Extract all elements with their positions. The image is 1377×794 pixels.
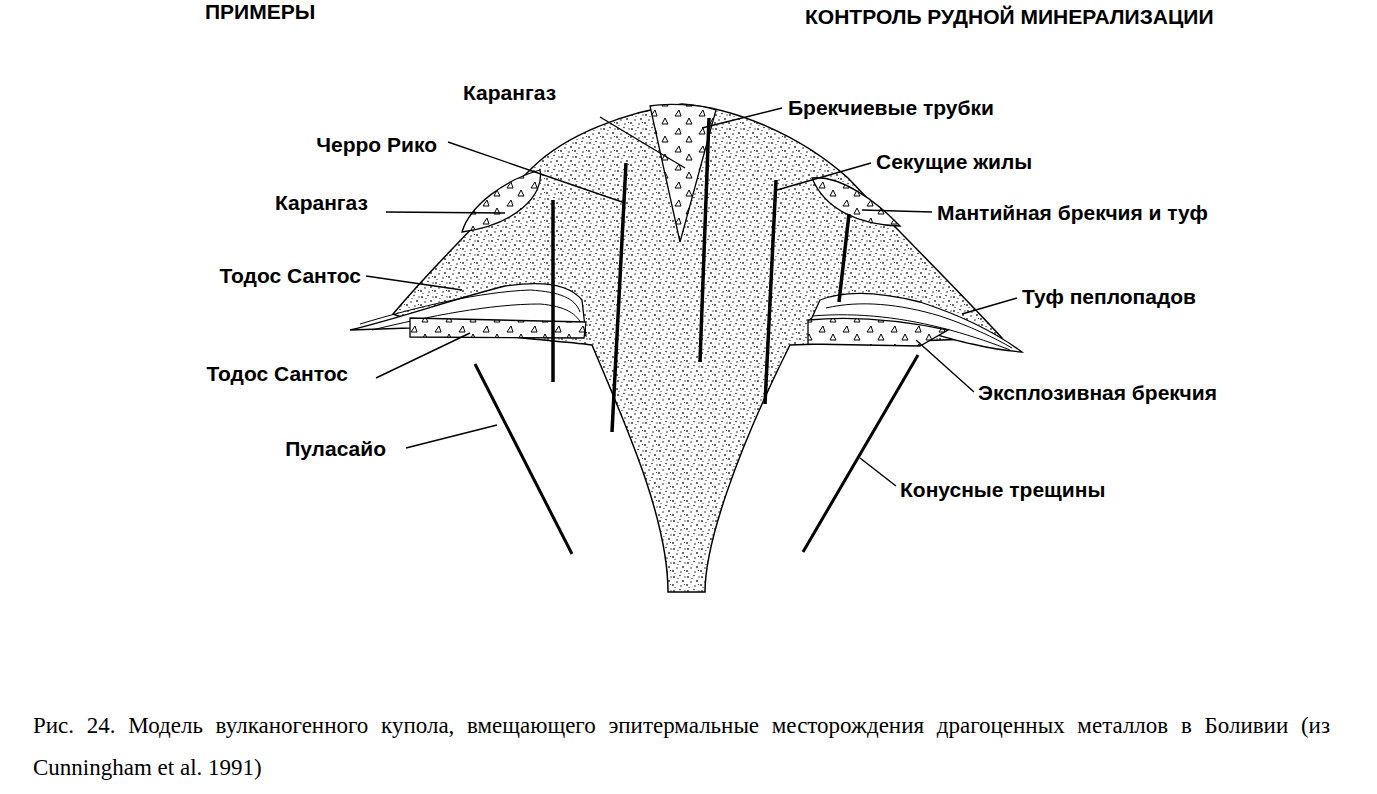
deposit-name: Черро Рико [316, 133, 437, 156]
label-position: КОНТРОЛЬ РУДНОЙ МИНЕРАЛИЗАЦИИ [805, 5, 1214, 29]
deposit-name: Пуласайо [285, 437, 386, 460]
control-label: Эксплозивная брекчия [978, 381, 1217, 404]
label-position: Карангаз [463, 81, 556, 105]
deposit-name: Тодос Сантос [220, 264, 361, 287]
label-position: Тодос Сантос [207, 362, 348, 386]
crosscutting-veins [553, 118, 849, 432]
column-heading: ПРИМЕРЫ [205, 0, 315, 23]
label-position: Туф пеплопадов [1022, 285, 1196, 309]
label-position: Секущие жилы [876, 150, 1032, 174]
control-label: Брекчиевые трубки [788, 96, 994, 119]
mantle-breccia-left [462, 170, 541, 232]
control-label: Конусные трещины [900, 478, 1105, 501]
label-position: Мантийная брекчия и туф [937, 201, 1208, 225]
mantle-breccia-right [812, 178, 900, 226]
figure-caption: Рис. 24. Модель вулканогенного купола, в… [33, 705, 1330, 789]
cone-fractures [475, 355, 918, 554]
label-position: Тодос Сантос [220, 264, 361, 288]
label-position: Черро Рико [316, 133, 437, 157]
control-label: Секущие жилы [876, 150, 1032, 173]
label-position: Пуласайо [285, 437, 386, 461]
deposit-name: Карангаз [463, 81, 556, 104]
explosive-breccia-right [808, 318, 948, 346]
deposit-name: Тодос Сантос [207, 362, 348, 385]
deposit-name: Карангаз [275, 191, 368, 214]
explosive-breccia-left [410, 318, 586, 338]
control-label: Мантийная брекчия и туф [937, 201, 1208, 224]
label-position: Брекчиевые трубки [788, 96, 994, 120]
column-heading: КОНТРОЛЬ РУДНОЙ МИНЕРАЛИЗАЦИИ [805, 5, 1214, 28]
control-label: Туф пеплопадов [1022, 285, 1196, 308]
label-position: Эксплозивная брекчия [978, 381, 1217, 405]
label-position: ПРИМЕРЫ [205, 0, 315, 24]
label-position: Конусные трещины [900, 478, 1105, 502]
dome-body [393, 104, 1002, 592]
label-position: Карангаз [275, 191, 368, 215]
